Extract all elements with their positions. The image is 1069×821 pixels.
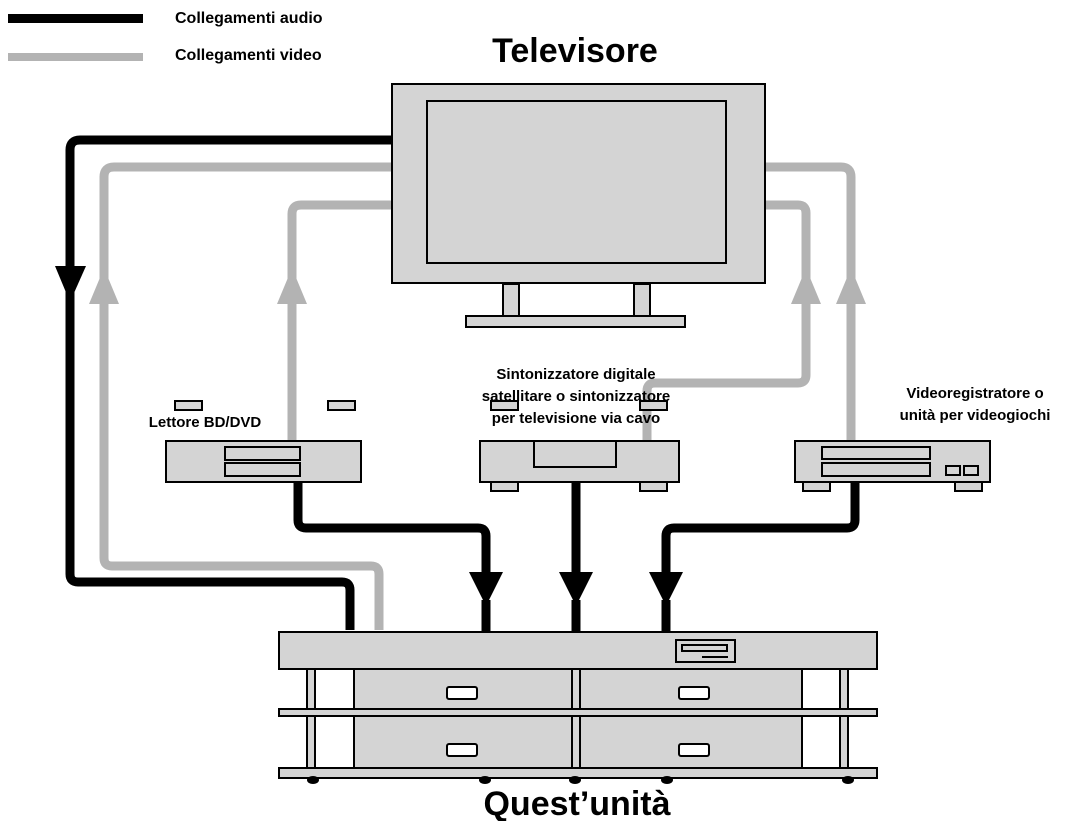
tuner-label-line3: per televisione via cavo <box>492 410 660 427</box>
tuner-box-icon <box>479 400 680 492</box>
arrow-up-icon <box>277 268 307 304</box>
tuner-label-line2: satellitare o sintonizzatore <box>482 388 670 405</box>
audio-wire-vcr-to-unit <box>661 482 860 575</box>
arrow-up-icon <box>791 268 821 304</box>
bd-dvd-player-icon <box>165 400 362 483</box>
vcr-label: Videoregistratore o unità per videogioch… <box>900 385 1051 424</box>
tuner-label: Sintonizzatore digitale satellitare o si… <box>482 366 670 427</box>
television-icon <box>391 83 766 328</box>
arrow-up-icon <box>89 268 119 304</box>
legend-video-label: Collegamenti video <box>175 47 322 64</box>
audio-wire-bd-to-unit <box>293 482 491 575</box>
arrow-down-icon <box>649 572 683 606</box>
tv-label: Televisore <box>492 32 658 70</box>
av-receiver-rack-icon <box>278 631 878 784</box>
vcr-label-line2: unità per videogiochi <box>900 407 1051 424</box>
legend-video-swatch <box>8 53 143 61</box>
vcr-label-line1: Videoregistratore o <box>906 385 1043 402</box>
video-wire-unit-to-tv-left <box>99 162 392 630</box>
unit-label: Quest’unità <box>483 785 670 821</box>
arrow-down-icon <box>559 572 593 606</box>
legend-audio-label: Collegamenti audio <box>175 10 323 27</box>
arrow-down-icon <box>55 266 86 302</box>
video-wire-bd-to-tv <box>287 200 392 440</box>
tuner-label-line1: Sintonizzatore digitale <box>496 366 655 383</box>
bd-dvd-label: Lettore BD/DVD <box>149 414 262 431</box>
legend: Collegamenti audio Collegamenti video <box>8 10 323 64</box>
video-wire-vcr-to-tv <box>765 162 856 440</box>
arrow-down-icon <box>469 572 503 606</box>
vcr-icon <box>794 440 991 492</box>
audio-wire-tv-to-unit <box>65 135 392 630</box>
arrows <box>55 266 866 606</box>
video-wire-tuner-to-tv <box>642 200 811 440</box>
legend-audio-swatch <box>8 14 143 23</box>
arrow-up-icon <box>836 268 866 304</box>
